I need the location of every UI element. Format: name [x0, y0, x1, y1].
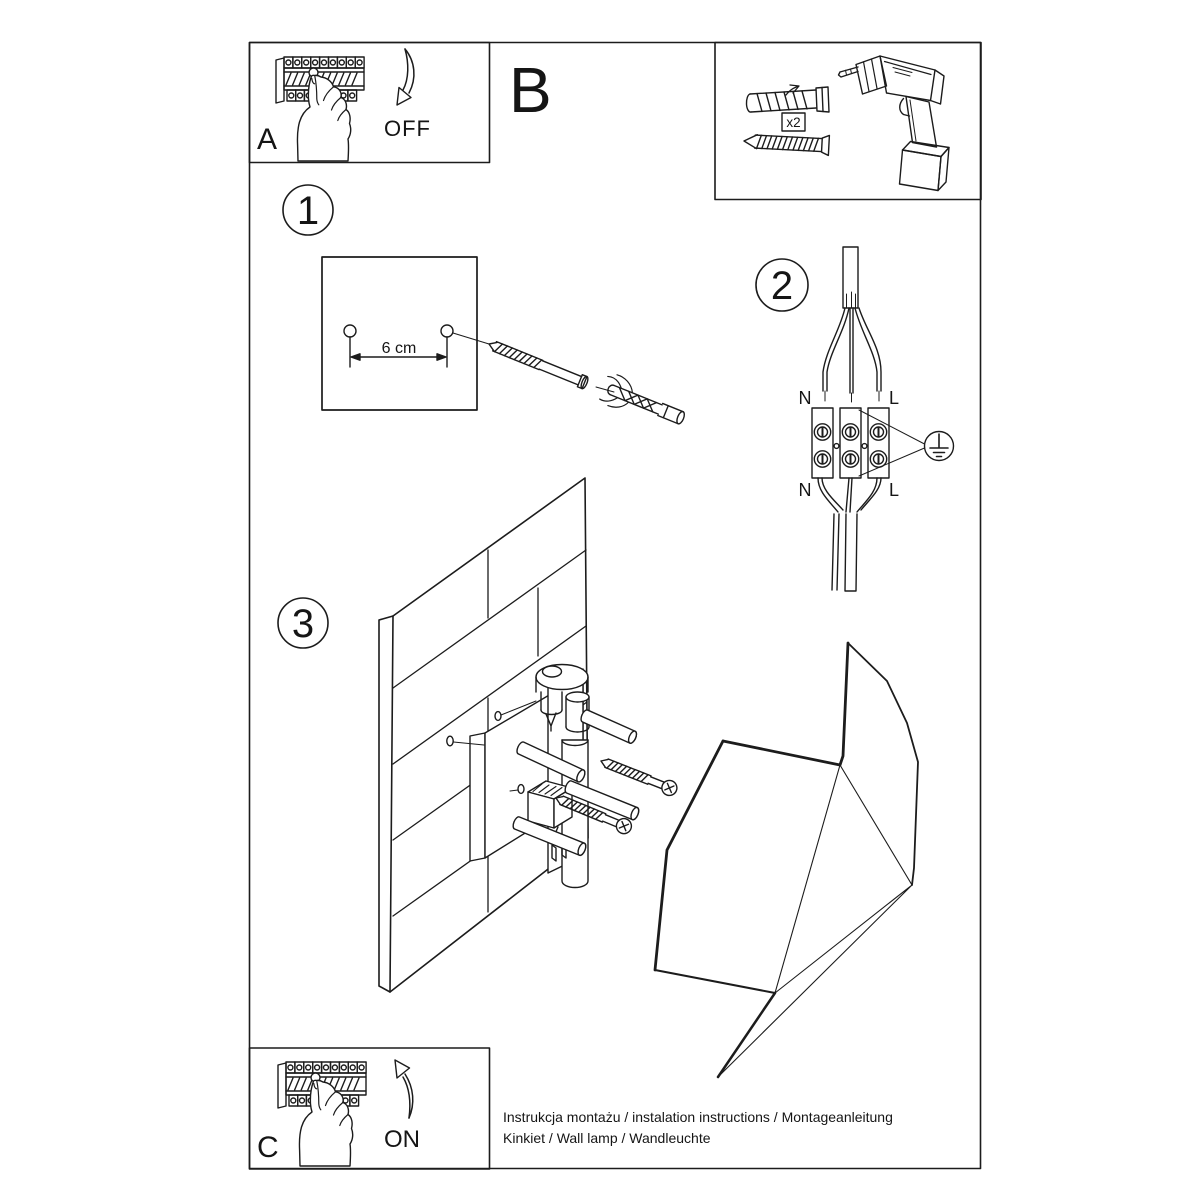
- step-2-badge: [755, 258, 809, 312]
- circuit-breaker-on-illustration: [277, 1061, 367, 1167]
- terminal-label-n-top: N: [799, 388, 812, 408]
- section-b-label: B: [509, 54, 552, 126]
- lamp-cable: [817, 477, 882, 592]
- panel-c: ON C: [248, 1047, 491, 1170]
- screw-illustration: [488, 340, 589, 390]
- off-label: OFF: [384, 116, 431, 141]
- lamp-shade: [653, 641, 919, 1079]
- drill-hole-left: [343, 324, 357, 338]
- arrow-down-icon: [396, 48, 415, 106]
- screw-icon: [743, 133, 831, 157]
- arrow-up-icon: [394, 1059, 414, 1119]
- drill-hole-right: [440, 324, 454, 338]
- supply-cable: [822, 246, 882, 403]
- dimension-arrow: [350, 353, 447, 361]
- parts-panel: x2: [714, 41, 982, 201]
- step-3: 3: [277, 477, 919, 1079]
- step-1: 1 6 cm: [282, 184, 686, 425]
- step-1-number: 1: [297, 189, 319, 233]
- footer: Instrukcja montażu / instalation instruc…: [503, 1109, 893, 1146]
- quantity-label: x2: [786, 115, 800, 130]
- terminal-label-l-top: L: [889, 388, 899, 408]
- step-1-badge: [282, 184, 334, 236]
- mounting-rod-4: [512, 816, 587, 857]
- panel-c-label: C: [257, 1131, 279, 1164]
- fixing-screw-2: [555, 795, 633, 835]
- footer-line-1: Instrukcja montażu / instalation instruc…: [503, 1109, 893, 1125]
- terminal-label-n-bottom: N: [799, 480, 812, 500]
- wall-screw-heads: [446, 700, 537, 795]
- fixing-screw-1: [600, 758, 678, 797]
- footer-line-2: Kinkiet / Wall lamp / Wandleuchte: [503, 1130, 711, 1146]
- terminal-block: [811, 407, 890, 479]
- step-3-badge: [277, 597, 329, 649]
- panel-a: OFF A: [248, 41, 491, 164]
- terminal-label-l-bottom: L: [889, 480, 899, 500]
- wall-plug-illustration: [599, 374, 686, 425]
- drill-icon: [837, 55, 950, 192]
- step-3-number: 3: [292, 602, 314, 646]
- mounting-rod-2: [516, 741, 586, 783]
- circuit-breaker-off-illustration: [275, 56, 365, 162]
- wall-plug-icon: [745, 84, 830, 113]
- step-2-number: 2: [771, 264, 793, 308]
- mounting-template: [321, 256, 478, 411]
- panel-a-label: A: [257, 123, 277, 156]
- ground-symbol-icon: [923, 430, 955, 462]
- page-border: [248, 41, 982, 1170]
- hole-spacing-label: 6 cm: [382, 340, 417, 357]
- step-2: 2 N L N L: [755, 246, 955, 592]
- on-label: ON: [384, 1126, 420, 1153]
- quantity-badge: [781, 112, 806, 132]
- mounting-rod-3: [564, 780, 640, 821]
- mounting-rod-1: [580, 709, 638, 744]
